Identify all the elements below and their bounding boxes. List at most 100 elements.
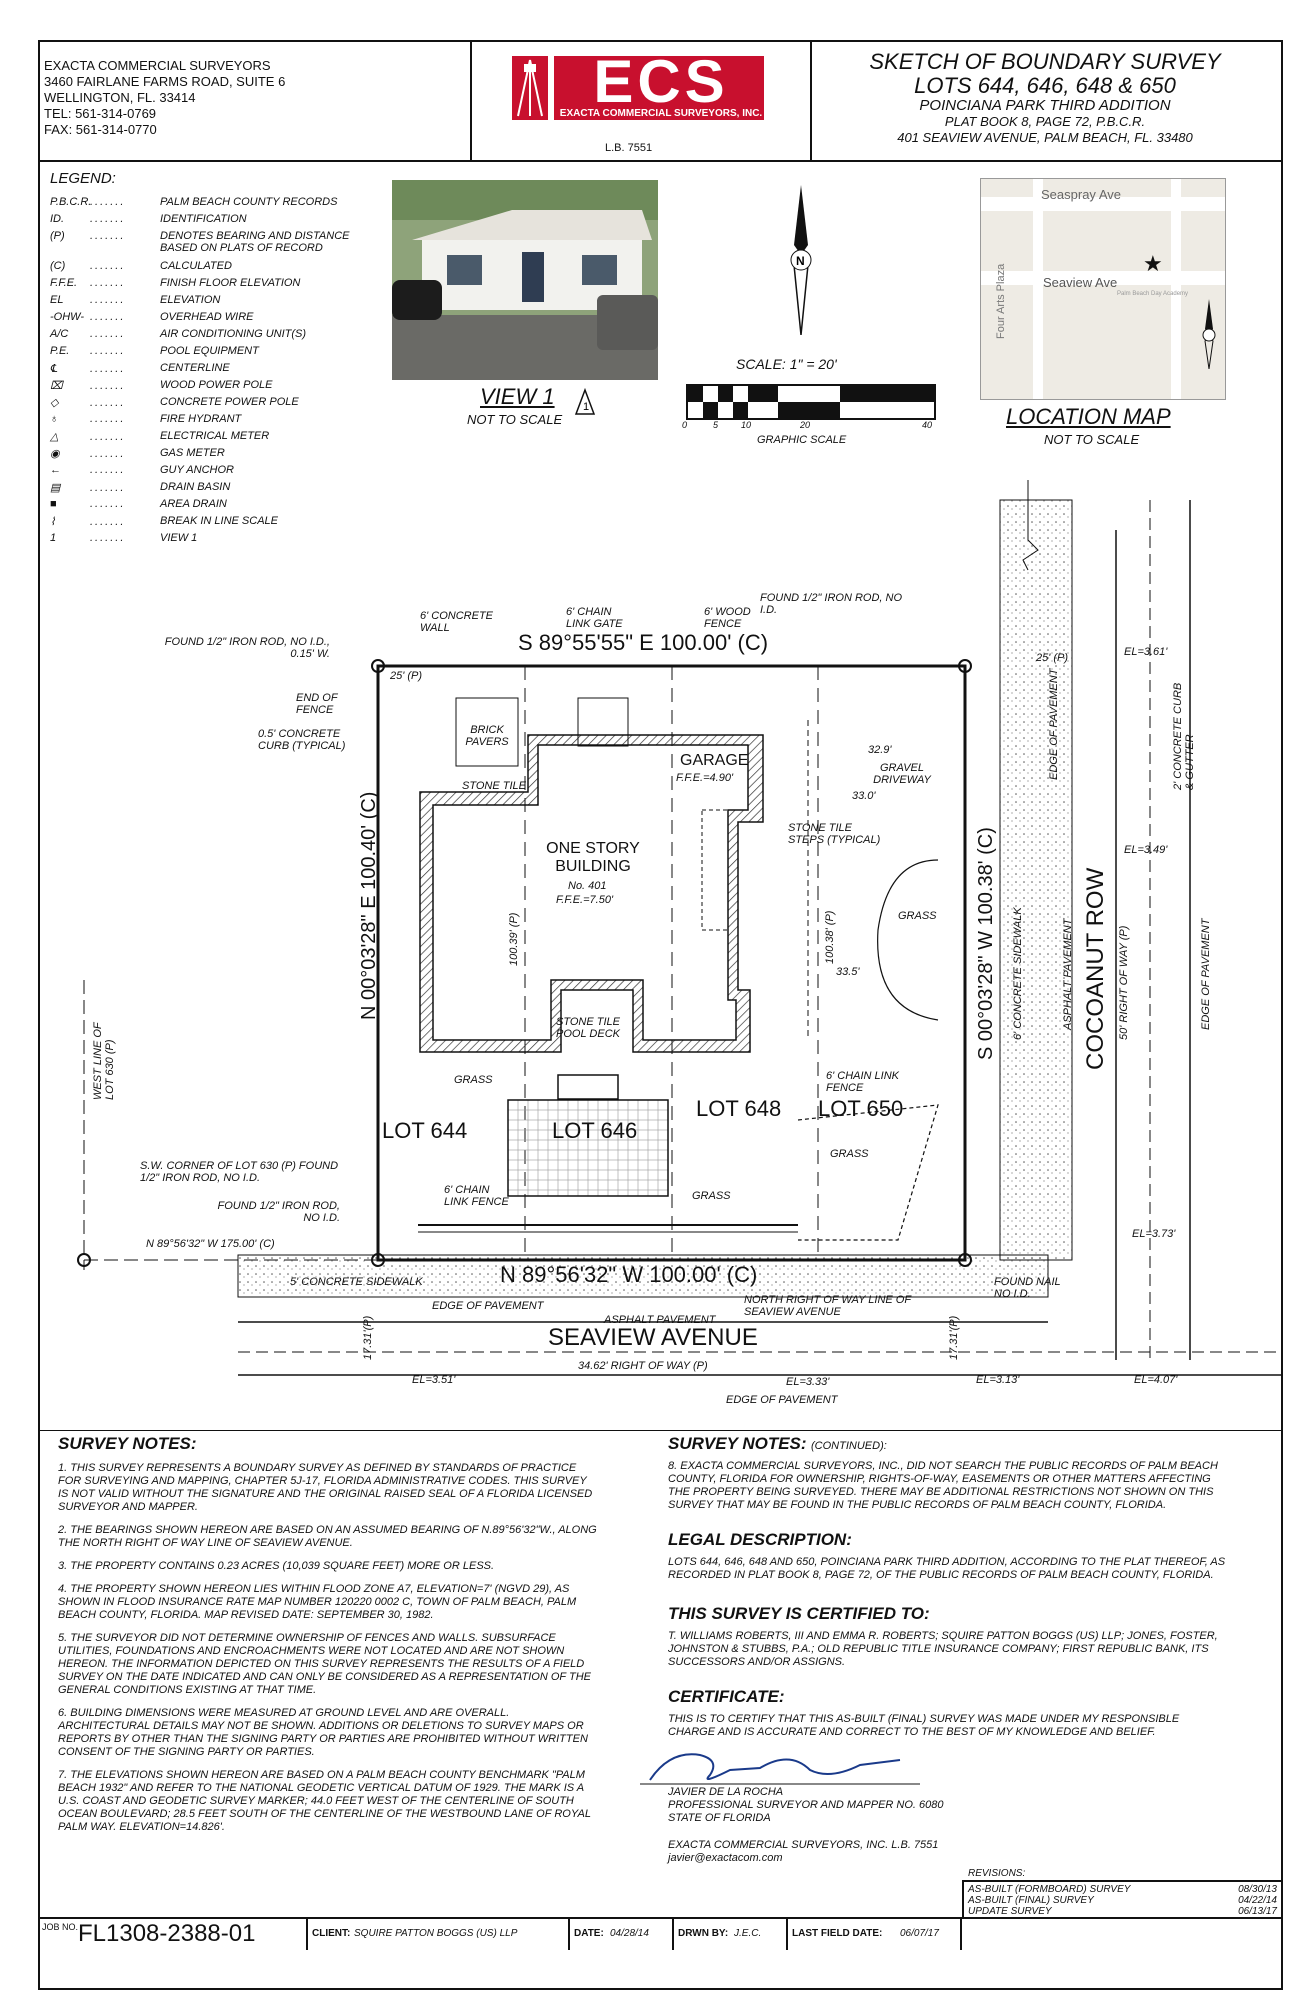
grass-se: GRASS (830, 1148, 869, 1160)
garage-label: GARAGE (680, 752, 749, 769)
lot-648: LOT 648 (696, 1096, 782, 1121)
legend-text: FIRE HYDRANT (160, 413, 242, 425)
south-boundary-bearing: N 89°56'32" W 100.00' (C) (500, 1262, 758, 1287)
legend-abbr: -OHW- (50, 311, 85, 323)
survey-sheet (38, 40, 1283, 1990)
edge-of-pavement-south-2: EDGE OF PAVEMENT (726, 1394, 838, 1406)
map-poi: Palm Beach Day Academy (1117, 291, 1189, 297)
street-cocoanut-row: COCOANUT ROW (1082, 867, 1109, 1070)
legend-item: EL.......ELEVATION (50, 294, 370, 306)
logo-tagline: EXACTA COMMERCIAL SURVEYORS, INC. (559, 108, 763, 119)
legend-abbr: 1 (50, 532, 57, 544)
legend-item: (C)....... CALCULATED (50, 260, 370, 272)
street-seaview: SEAVIEW AVENUE (548, 1324, 758, 1351)
legend-item: (P).......DENOTES BEARING AND DISTANCE B… (50, 230, 370, 254)
legend-text: CALCULATED (160, 260, 232, 272)
drawn-value: J.E.C. (734, 1928, 762, 1939)
lot-650: LOT 650 (818, 1096, 904, 1121)
legend-item: F.F.E........ FINISH FLOOR ELEVATION (50, 277, 370, 289)
scale-tick-40: 40 (922, 420, 933, 430)
legend-abbr: (C) (50, 260, 66, 272)
map-north-arrow-icon (1202, 299, 1216, 369)
legend-leader: ....... (90, 397, 126, 409)
revision-date: 04/22/14 (1238, 1895, 1277, 1906)
lot-width-east: 25' (P) (1036, 652, 1069, 664)
notes-divider (38, 1430, 1283, 1431)
legend-abbr: ■ (50, 498, 57, 510)
revision-label: UPDATE SURVEY (968, 1906, 1052, 1917)
legend-item: P.B.C.R........PALM BEACH COUNTY RECORDS (50, 196, 370, 208)
garage-ffe: F.F.E.=4.90' (676, 772, 734, 784)
north-arrow-icon: N (790, 185, 812, 335)
found-iron-rod-ne: FOUND 1/2" IRON ROD, NO I.D. (760, 592, 903, 616)
legend-leader: ....... (90, 431, 126, 443)
company-tel: TEL: 561-314-0769 (44, 106, 157, 121)
building-number: No. 401 (568, 880, 607, 892)
surveyor-state: STATE OF FLORIDA (668, 1812, 771, 1824)
legend-text: DENOTES BEARING AND DISTANCE BASED ON PL… (160, 230, 350, 254)
legend-leader: ....... (90, 380, 126, 392)
legend-leader: ....... (90, 277, 126, 289)
scale-tick-20: 20 (800, 420, 811, 430)
legend-heading: LEGEND: (50, 170, 116, 187)
certificate-text: THIS IS TO CERTIFY THAT THIS AS-BUILT (F… (668, 1713, 1180, 1738)
legal-heading: LEGAL DESCRIPTION: (668, 1530, 852, 1549)
location-map-subtitle: NOT TO SCALE (1044, 432, 1140, 447)
east-boundary-bearing: S 00°03'28" W 100.38' (C) (975, 827, 997, 1060)
revision-label: AS-BUILT (FORMBOARD) SURVEY (968, 1884, 1131, 1895)
surveyor-signature (640, 1753, 920, 1785)
notes-continued: SURVEY NOTES: (CONTINUED): 8. EXACTA COM… (668, 1434, 1228, 1739)
company-fax: FAX: 561-314-0770 (44, 122, 157, 137)
elevation-7: EL=4.07' (1134, 1374, 1178, 1386)
header-divider (470, 40, 472, 162)
company-logo: ECS EXACTA COMMERCIAL SURVEYORS, INC. (510, 52, 770, 132)
svg-text:N: N (796, 254, 805, 268)
survey-note: 1. THIS SURVEY REPRESENTS A BOUNDARY SUR… (58, 1462, 593, 1513)
titleblock-rule (38, 1917, 1283, 1919)
west-boundary-bearing: N 00°03'28" E 100.40' (C) (358, 791, 380, 1020)
gravel-driveway: GRAVEL DRIVEWAY (873, 762, 931, 786)
brick-pavers: BRICK PAVERS (465, 724, 509, 748)
legend-leader: ....... (90, 464, 126, 476)
elevation-4: EL=3.51' (412, 1374, 456, 1386)
elevation-3: EL=3.73' (1132, 1228, 1176, 1240)
survey-note: 7. THE ELEVATIONS SHOWN HEREON ARE BASED… (58, 1769, 591, 1833)
date-label: DATE: (574, 1928, 604, 1939)
elevation-6: EL=3.13' (976, 1374, 1020, 1386)
job-number-cell: JOB NO. FL1308-2388-01 (38, 1918, 308, 1950)
notes-continued-suffix: (CONTINUED): (811, 1440, 887, 1452)
dim-32-9: 32.9' (868, 744, 892, 756)
survey-title: SKETCH OF BOUNDARY SURVEY (869, 49, 1221, 74)
survey-title-block: SKETCH OF BOUNDARY SURVEY LOTS 644, 646,… (815, 50, 1275, 146)
survey-platbook: PLAT BOOK 8, PAGE 72, P.B.C.R. (944, 114, 1146, 129)
legend-leader: ....... (90, 516, 126, 528)
map-street-fourarts: Four Arts Plaza (995, 263, 1007, 339)
concrete-curb: 0.5' CONCRETE CURB (TYPICAL) (258, 728, 346, 752)
lot-646: LOT 646 (552, 1118, 638, 1143)
legend-text: IDENTIFICATION (160, 213, 247, 225)
legend-leader: ....... (90, 294, 126, 306)
end-of-fence: END OF FENCE (296, 692, 338, 716)
map-street-seaview: Seaview Ave (1043, 275, 1118, 290)
elevation-2: EL=3.49' (1124, 844, 1168, 856)
legend-abbr: △ (50, 431, 59, 443)
legend-abbr: ID. (50, 213, 65, 225)
grass-south: GRASS (692, 1190, 731, 1202)
dim-100-39: 100.39' (P) (508, 912, 520, 966)
legend-abbr: P.E. (50, 345, 70, 357)
legend-leader: ....... (90, 260, 126, 272)
concrete-sidewalk-south: 5' CONCRETE SIDEWALK (290, 1276, 423, 1288)
legend-item: ⌧.......WOOD POWER POLE (50, 379, 370, 392)
legend-abbr: F.F.E. (50, 277, 78, 289)
logo-letters: ECS (593, 48, 729, 115)
stone-tile-west: STONE TILE (462, 780, 526, 792)
legend-text: FINISH FLOOR ELEVATION (160, 277, 301, 289)
header-divider (810, 40, 812, 162)
legend-text: AREA DRAIN (160, 498, 227, 510)
curb-and-gutter: 2' CONCRETE CURB & GUTTER (1172, 682, 1196, 790)
survey-note-8: 8. EXACTA COMMERCIAL SURVEYORS, INC., DI… (668, 1460, 1218, 1511)
scale-tick-5: 5 (713, 420, 719, 430)
building-label: ONE STORY BUILDING (546, 840, 640, 875)
legend-text: ELEVATION (160, 294, 221, 306)
